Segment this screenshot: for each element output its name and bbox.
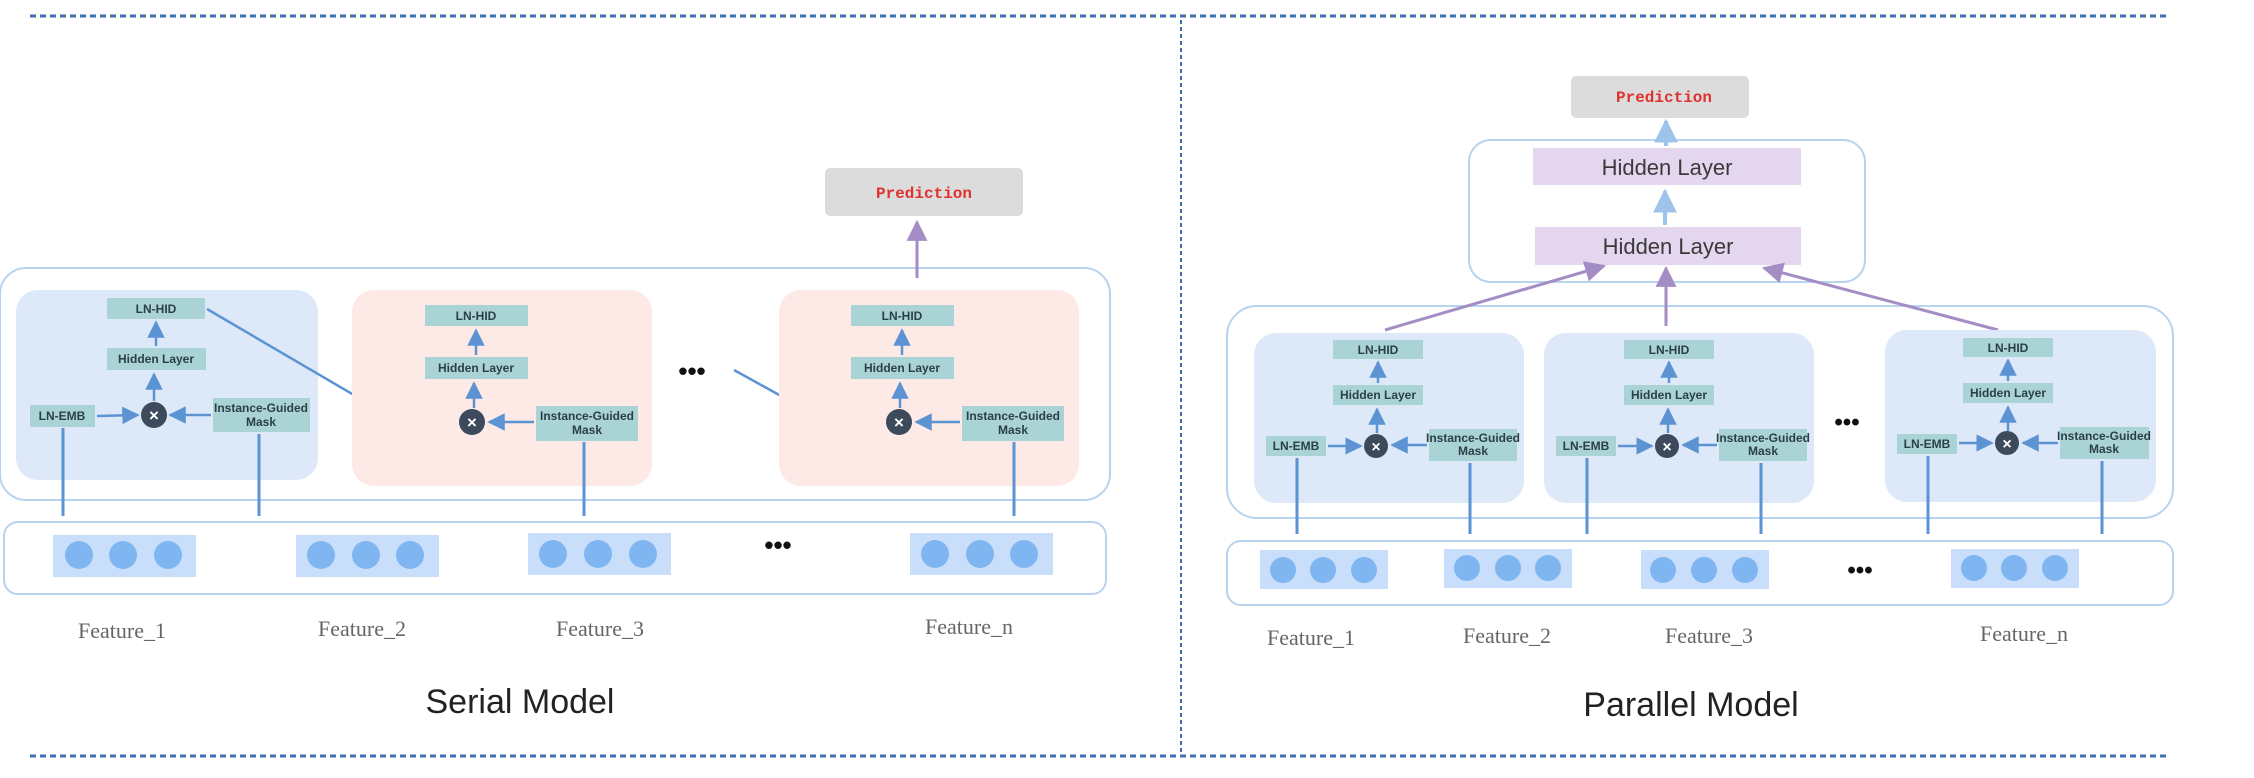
hidden-layer-bottom-box [1535, 227, 1801, 265]
svg-text:Hidden Layer: Hidden Layer [1602, 155, 1733, 180]
serial-feed-lines [61, 428, 1016, 516]
serial-model-title: Serial Model [426, 683, 615, 721]
ln-hid-box [1624, 340, 1714, 359]
ln-hid-box [1333, 340, 1423, 359]
serial-model: Prediction LN-HID Hidden Layer LN-EMB In… [0, 168, 1111, 721]
parallel-ellipsis-blocks: ••• [1834, 409, 1859, 436]
svg-text:Mask: Mask [1748, 444, 1778, 458]
svg-text:Hidden Layer: Hidden Layer [1631, 388, 1707, 402]
hidden-layer-box [1624, 385, 1714, 405]
serial-prediction-label: Prediction [876, 185, 972, 203]
svg-text:Hidden Layer: Hidden Layer [1970, 386, 2046, 400]
svg-text:LN-EMB: LN-EMB [1563, 439, 1610, 453]
parallel-model: Prediction Hidden Layer Hidden Layer LN-… [1226, 76, 2174, 724]
feature-label-n: Feature_n [925, 614, 1013, 639]
feature-label-2: Feature_2 [318, 616, 406, 641]
parallel-prediction-box [1571, 76, 1749, 118]
instance-guided-mask-box [1719, 429, 1807, 461]
ln-emb-box [1266, 436, 1326, 456]
svg-text:×: × [1662, 439, 1671, 456]
serial-block-1: LN-HID Hidden Layer LN-EMB Instance-Guid… [16, 290, 318, 480]
instance-guided-mask-box [962, 406, 1064, 441]
hidden-layer-box [1333, 385, 1423, 405]
svg-text:Instance-Guided: Instance-Guided [540, 409, 634, 423]
serial-feature-embeddings [53, 533, 1053, 577]
svg-text:×: × [467, 413, 477, 432]
serial-prediction-box [825, 168, 1023, 216]
multiply-icon [141, 402, 167, 428]
svg-text:Hidden Layer: Hidden Layer [864, 361, 940, 375]
instance-guided-mask-box [1429, 429, 1517, 461]
parallel-model-title: Parallel Model [1583, 686, 1798, 724]
parallel-feature-label-1: Feature_1 [1267, 625, 1355, 650]
svg-text:LN-HID: LN-HID [1649, 343, 1690, 357]
svg-text:×: × [2002, 436, 2011, 453]
feature-label-1: Feature_1 [78, 618, 166, 643]
serial-ellipsis-blocks: ••• [678, 356, 705, 386]
instance-guided-mask-box [2060, 427, 2149, 459]
svg-text:Instance-Guided: Instance-Guided [1716, 431, 1810, 445]
parallel-ellipsis-features: ••• [1847, 557, 1872, 584]
svg-text:Hidden Layer: Hidden Layer [1340, 388, 1416, 402]
parallel-prediction-label: Prediction [1616, 89, 1712, 107]
svg-text:×: × [1371, 439, 1380, 456]
parallel-block-1: LN-HID Hidden Layer LN-EMB Instance-Guid… [1254, 333, 1524, 503]
ln-emb-box [1556, 436, 1616, 456]
svg-text:Instance-Guided: Instance-Guided [1426, 431, 1520, 445]
ln-hid-box [107, 298, 205, 319]
instance-guided-mask-box [213, 398, 310, 432]
instance-guided-mask-box [536, 406, 638, 441]
multiply-icon [1364, 434, 1388, 458]
svg-text:Instance-Guided: Instance-Guided [2057, 429, 2151, 443]
ln-emb-box [1897, 434, 1957, 454]
multiply-icon [886, 409, 912, 435]
parallel-feed-lines [1295, 456, 2104, 534]
ln-hid-box [425, 305, 528, 326]
ln-hid-box [1963, 338, 2053, 357]
svg-text:LN-HID: LN-HID [1988, 341, 2029, 355]
svg-text:LN-HID: LN-HID [456, 309, 497, 323]
feature-label-3: Feature_3 [556, 616, 644, 641]
frame-borders [30, 14, 2170, 758]
svg-text:Instance-Guided: Instance-Guided [214, 401, 308, 415]
hidden-layer-top-box [1533, 148, 1801, 185]
serial-block-n: LN-HID Hidden Layer Instance-Guided Mask… [779, 290, 1079, 486]
parallel-feature-label-2: Feature_2 [1463, 623, 1551, 648]
svg-text:Mask: Mask [998, 423, 1028, 437]
multiply-icon [1995, 431, 2019, 455]
parallel-block-n: LN-HID Hidden Layer LN-EMB Instance-Guid… [1885, 330, 2156, 502]
svg-text:Mask: Mask [2089, 442, 2119, 456]
hidden-layer-box [107, 348, 206, 370]
svg-text:Mask: Mask [246, 415, 276, 429]
svg-text:LN-HID: LN-HID [882, 309, 923, 323]
hidden-layer-box [1963, 383, 2053, 403]
svg-text:LN-EMB: LN-EMB [1273, 439, 1320, 453]
multiply-icon [459, 409, 485, 435]
svg-text:×: × [149, 406, 159, 425]
parallel-block-2: LN-HID Hidden Layer LN-EMB Instance-Guid… [1544, 333, 1814, 503]
hidden-layer-box [425, 357, 528, 379]
svg-text:LN-EMB: LN-EMB [1904, 437, 1951, 451]
ln-hid-box [851, 305, 954, 326]
svg-text:Mask: Mask [1458, 444, 1488, 458]
parallel-feature-label-n: Feature_n [1980, 621, 2068, 646]
multiply-icon [1655, 434, 1679, 458]
svg-text:×: × [894, 413, 904, 432]
svg-text:LN-HID: LN-HID [1358, 343, 1399, 357]
svg-text:Mask: Mask [572, 423, 602, 437]
svg-text:Hidden Layer: Hidden Layer [1603, 234, 1734, 259]
ln-emb-box [30, 405, 95, 427]
serial-ellipsis-features: ••• [764, 530, 791, 560]
svg-text:Hidden Layer: Hidden Layer [118, 352, 194, 366]
parallel-feature-label-3: Feature_3 [1665, 623, 1753, 648]
svg-text:Instance-Guided: Instance-Guided [966, 409, 1060, 423]
svg-text:LN-HID: LN-HID [136, 302, 177, 316]
parallel-feature-embeddings [1260, 549, 2079, 589]
svg-text:LN-EMB: LN-EMB [39, 409, 86, 423]
svg-text:Hidden Layer: Hidden Layer [438, 361, 514, 375]
hidden-layer-box [851, 357, 954, 379]
serial-block-2: LN-HID Hidden Layer Instance-Guided Mask… [352, 290, 652, 486]
